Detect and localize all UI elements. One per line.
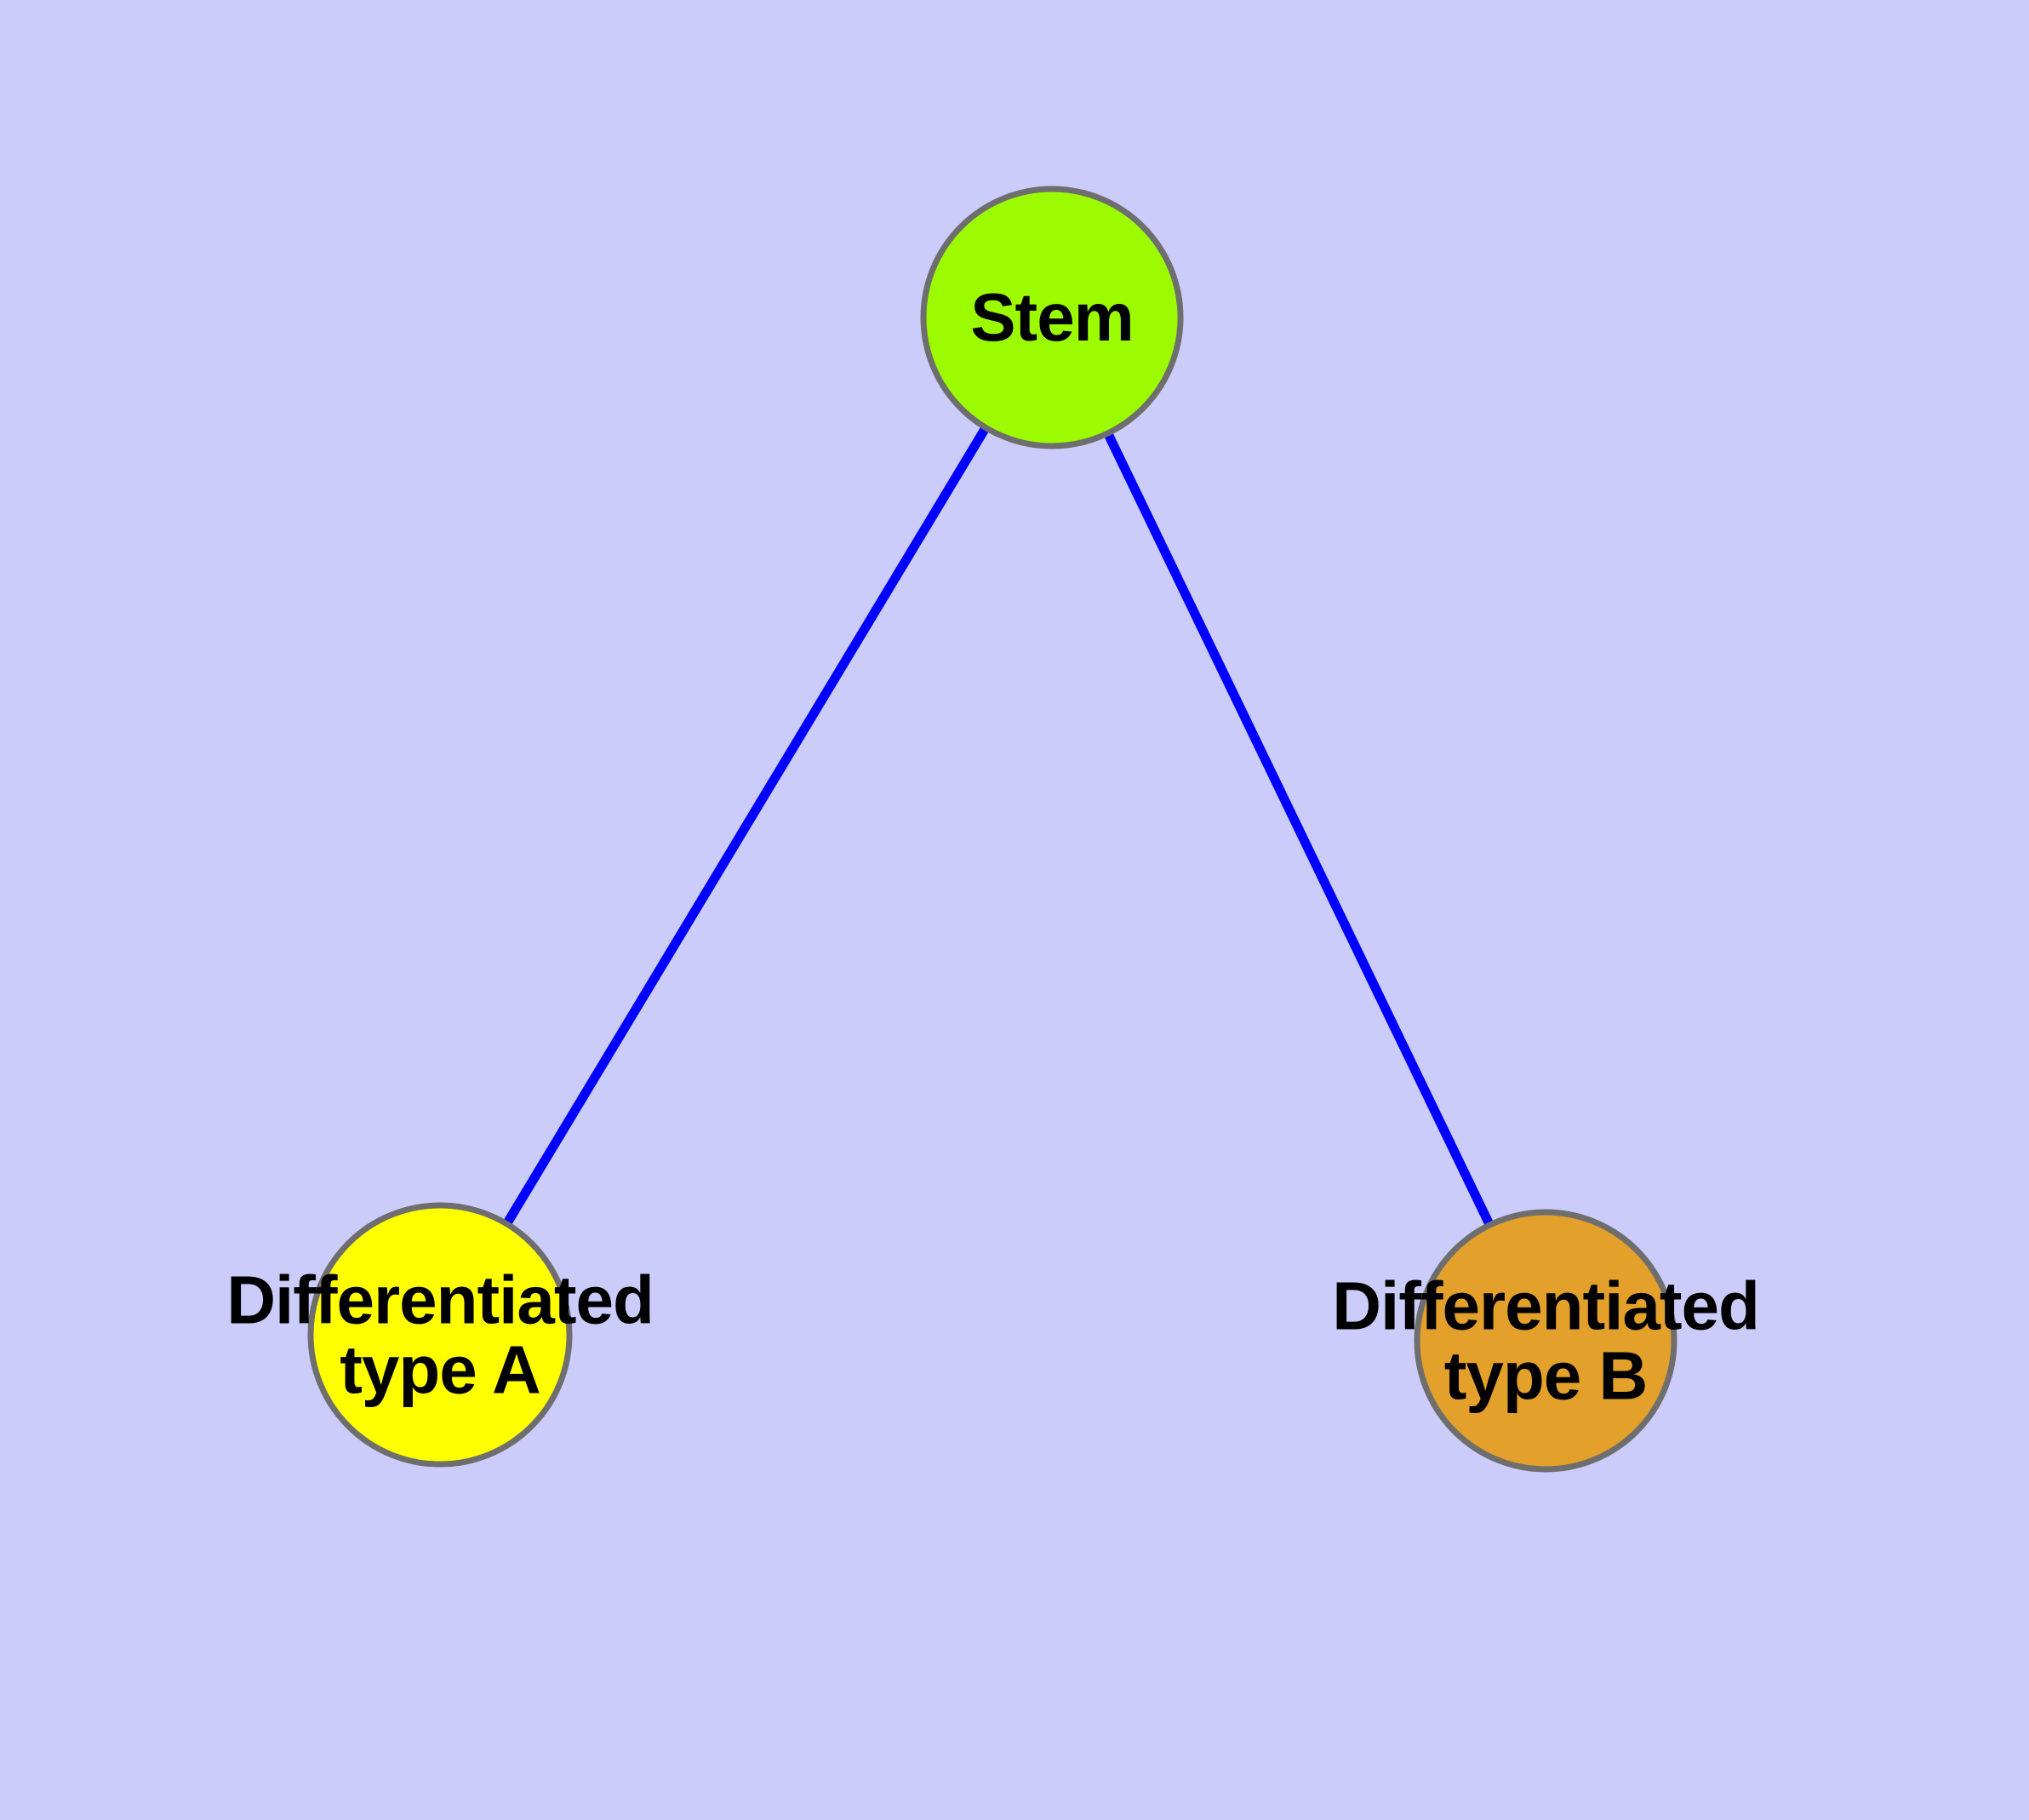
edge-layer [436, 315, 1550, 1343]
graph-edge[interactable] [436, 315, 1056, 1337]
graph-node-diff_a[interactable] [307, 1202, 573, 1468]
node-layer [307, 186, 1677, 1473]
graph-node-diff_b[interactable] [1414, 1209, 1677, 1473]
graph-edge[interactable] [1048, 315, 1550, 1343]
graph-node-stem[interactable] [920, 186, 1184, 449]
